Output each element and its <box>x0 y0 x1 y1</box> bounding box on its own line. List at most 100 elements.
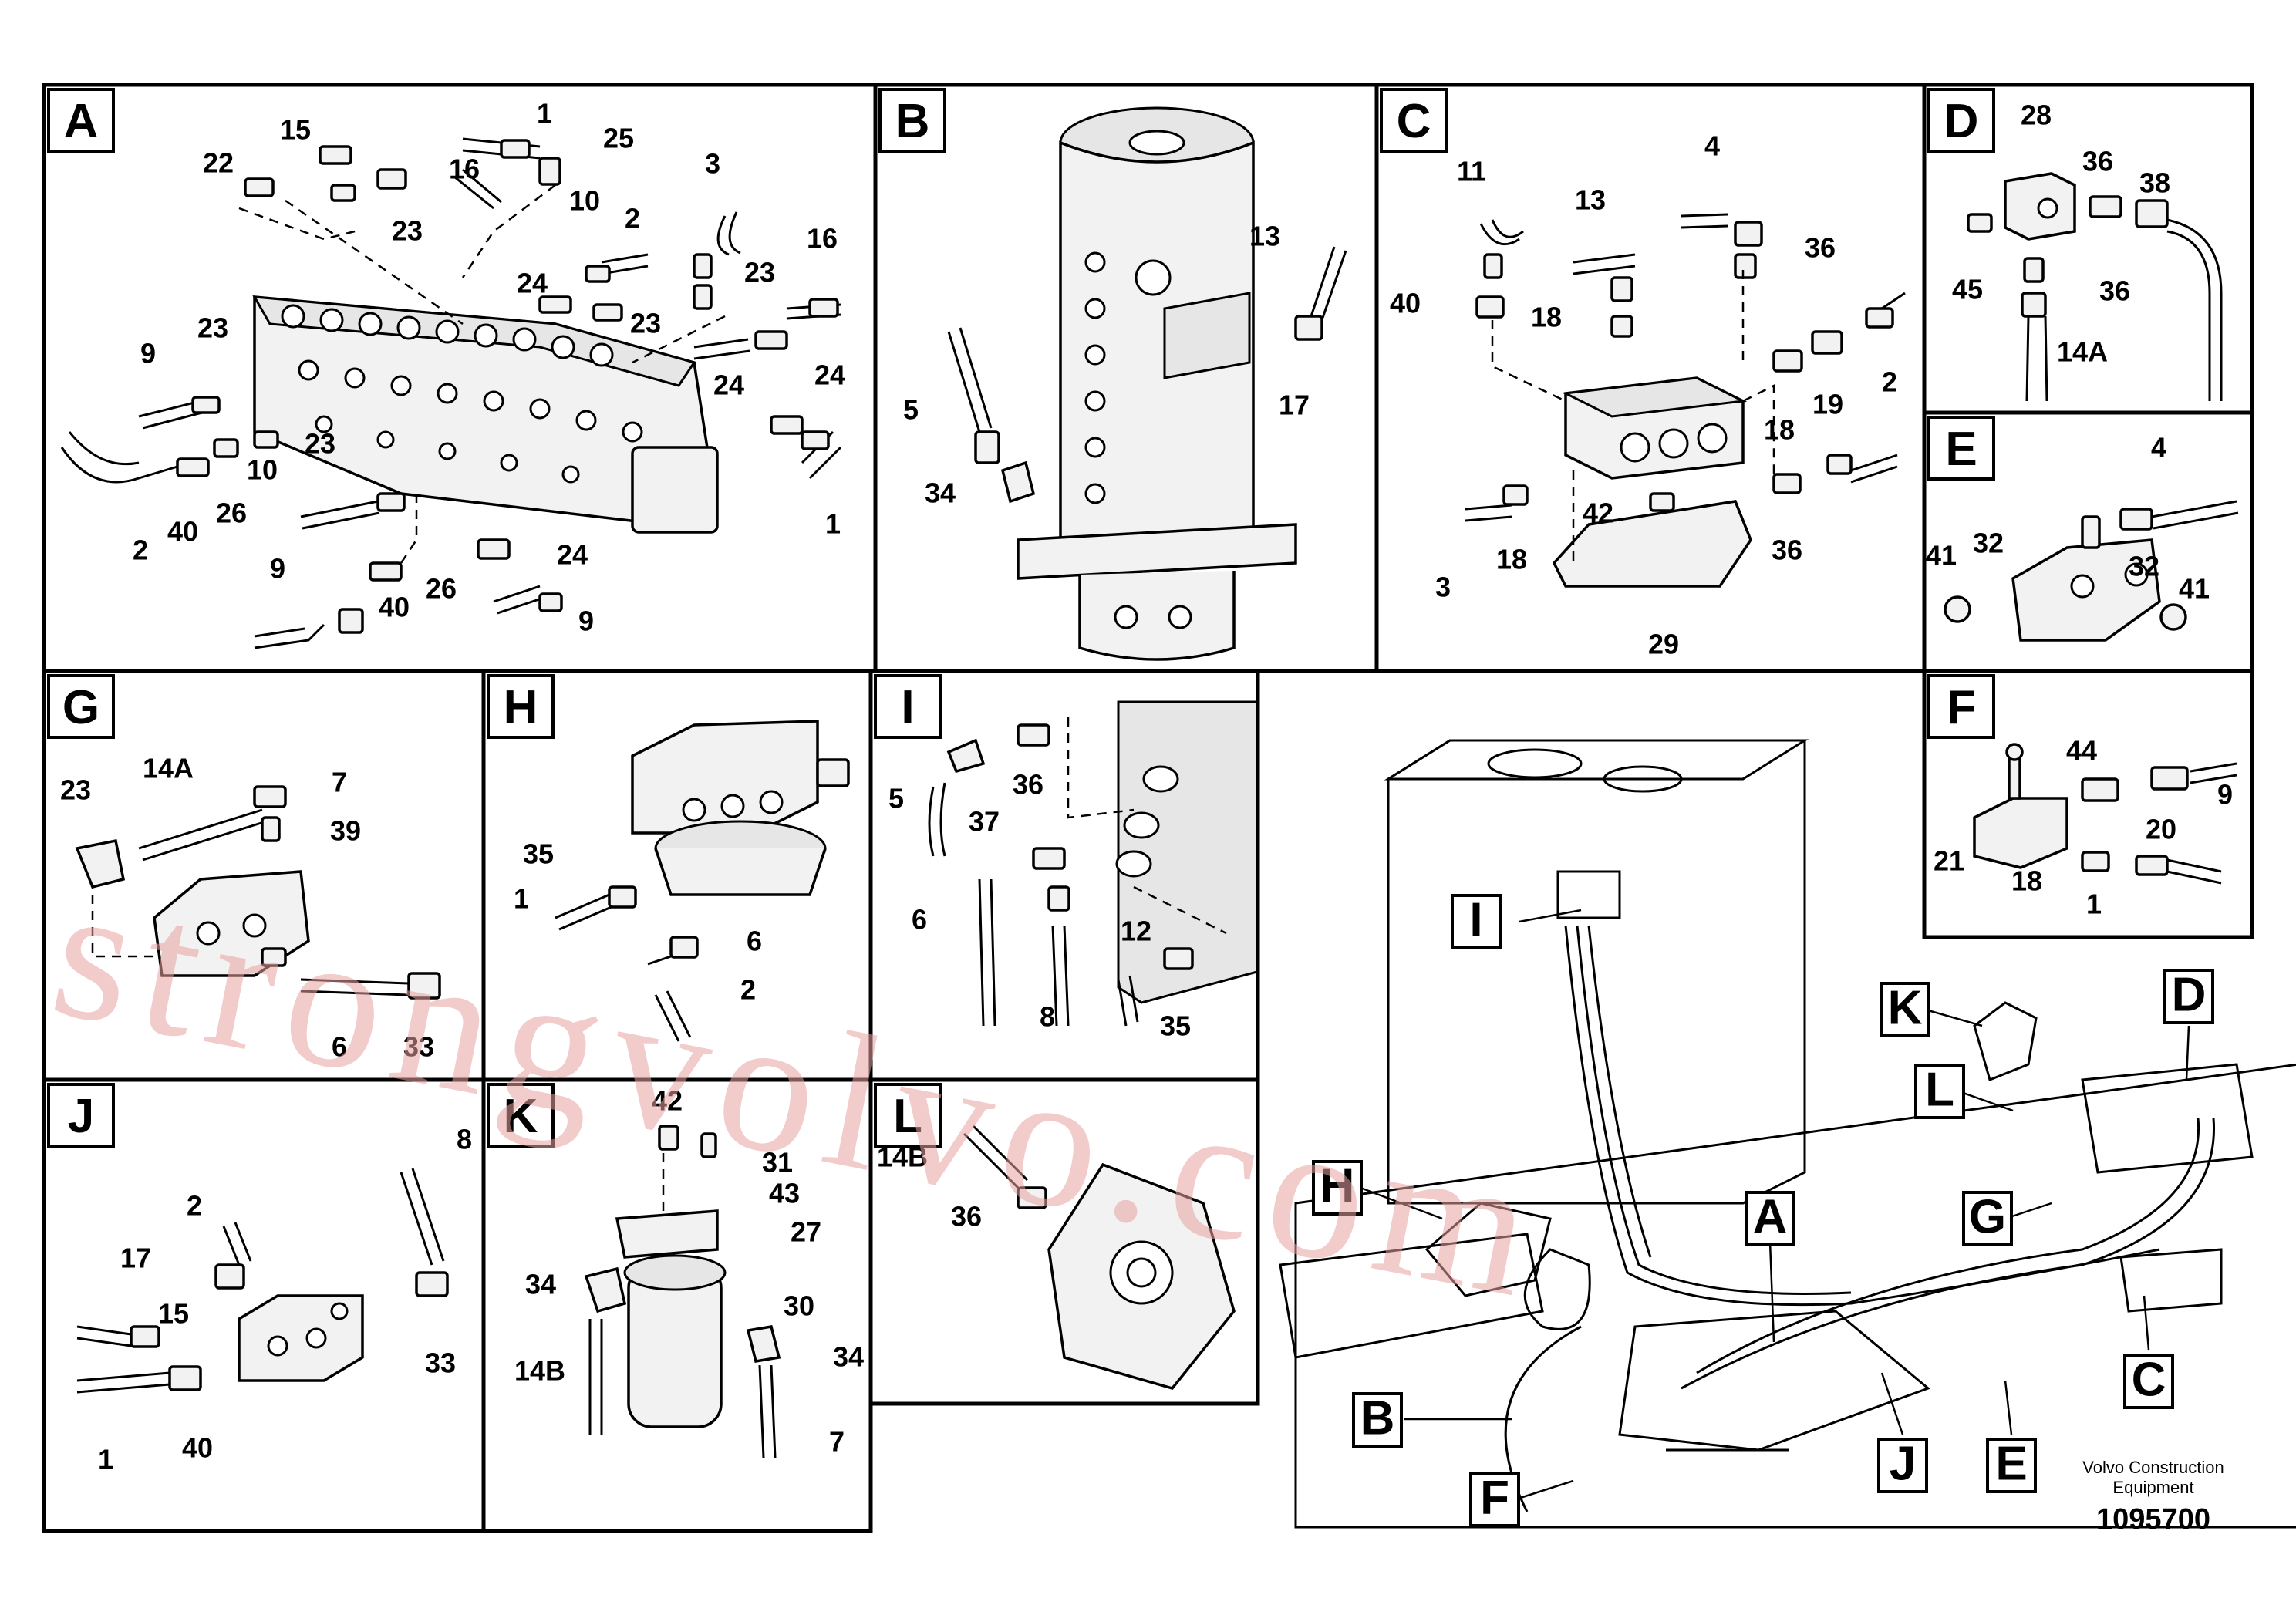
overview-tag-E: E <box>1986 1437 2037 1493</box>
callout-A-23: 23 <box>392 215 423 247</box>
valve-end-block <box>631 446 719 534</box>
callout-K-42: 42 <box>652 1085 683 1117</box>
panel-G-artwork <box>75 785 441 1000</box>
callout-L-36: 36 <box>951 1201 982 1233</box>
panel-L-artwork <box>963 1125 1236 1391</box>
callout-K-14B: 14B <box>514 1355 565 1387</box>
callout-E-32: 32 <box>2129 551 2159 582</box>
panel-C-hoses <box>1465 213 1906 522</box>
callout-A-10: 10 <box>569 185 600 217</box>
callout-D-14A: 14A <box>2057 336 2108 368</box>
callout-C-13: 13 <box>1575 184 1606 216</box>
panel-C-fittings <box>1475 221 1894 512</box>
overview-tag-label: J <box>1890 1437 1916 1490</box>
overview-tag-A: A <box>1745 1190 1795 1246</box>
callout-G-39: 39 <box>330 815 361 847</box>
callout-C-36: 36 <box>1772 534 1802 566</box>
callout-J-1: 1 <box>98 1444 113 1475</box>
callout-D-38: 38 <box>2139 167 2170 199</box>
callout-C-2: 2 <box>1882 366 1897 398</box>
overview-tag-box <box>2163 969 2214 1024</box>
footer-company-line2: Equipment <box>2112 1478 2193 1497</box>
callout-E-4: 4 <box>2151 432 2166 464</box>
panel-A-tag: A <box>64 95 99 148</box>
panel-J-tag: J <box>68 1090 94 1143</box>
panel-I-tag: I <box>901 681 914 734</box>
overview-tag-box <box>1745 1191 1795 1246</box>
callout-K-30: 30 <box>784 1290 814 1322</box>
panel-E-tag: E <box>1945 423 1977 476</box>
overview-tag-label: K <box>1888 981 1923 1034</box>
callout-H-2: 2 <box>740 974 756 1006</box>
panel-K-artwork <box>584 1125 781 1458</box>
overview-tag-B: B <box>1352 1391 1403 1448</box>
callout-C-3: 3 <box>1435 572 1451 603</box>
callout-A-3: 3 <box>705 148 720 180</box>
callout-A-23: 23 <box>630 308 661 339</box>
callout-A-26: 26 <box>216 497 247 529</box>
panel-G-tag: G <box>62 681 99 734</box>
callout-J-2: 2 <box>187 1190 202 1222</box>
callout-A-40: 40 <box>379 592 410 623</box>
callout-J-40: 40 <box>182 1432 213 1464</box>
overview-tag-box <box>1914 1064 1965 1119</box>
overview-tag-J: J <box>1877 1437 1928 1493</box>
overview-tag-box <box>1451 894 1502 949</box>
callout-A-23: 23 <box>197 312 228 344</box>
callout-I-37: 37 <box>969 806 1000 838</box>
callout-C-42: 42 <box>1583 497 1613 529</box>
overview-tag-label: L <box>1925 1063 1954 1116</box>
overview-tag-box <box>1469 1472 1520 1527</box>
callout-D-36: 36 <box>2099 275 2130 307</box>
overview-tag-label: B <box>1360 1391 1395 1445</box>
footer-part-number: 1095700 <box>2096 1503 2210 1536</box>
overview-leaders <box>1360 909 2190 1501</box>
callout-F-1: 1 <box>2086 889 2102 920</box>
panel-B-artwork <box>947 106 1347 661</box>
panel-H-tag: H <box>504 681 538 734</box>
callout-B-17: 17 <box>1279 389 1310 421</box>
callout-F-20: 20 <box>2146 814 2176 845</box>
panel-K-tag: K <box>504 1090 538 1143</box>
panel-E-artwork <box>1944 500 2239 642</box>
callout-J-8: 8 <box>457 1124 472 1155</box>
callout-B-34: 34 <box>925 477 956 509</box>
callout-A-1: 1 <box>537 98 552 130</box>
callout-A-9: 9 <box>140 338 156 369</box>
callout-H-1: 1 <box>514 883 529 915</box>
overview-tag-label: I <box>1469 893 1482 946</box>
callout-A-40: 40 <box>167 516 198 548</box>
overview-tag-label: G <box>1969 1190 2006 1243</box>
panel-F-artwork <box>1973 743 2237 885</box>
callout-A-10: 10 <box>247 454 278 486</box>
callout-A-24: 24 <box>557 539 588 571</box>
callout-A-24: 24 <box>517 268 548 299</box>
callout-L-14B: 14B <box>877 1141 928 1173</box>
callout-G-6: 6 <box>332 1031 347 1063</box>
overview-tag-G: G <box>1962 1190 2013 1246</box>
callout-G-33: 33 <box>403 1031 434 1063</box>
overview-tag-box <box>1312 1160 1363 1216</box>
callout-C-18: 18 <box>1764 414 1795 446</box>
overview-tag-L: L <box>1914 1063 1965 1119</box>
panel-J-artwork <box>76 1168 449 1394</box>
overview-tag-label: H <box>1320 1159 1355 1212</box>
callout-I-35: 35 <box>1160 1010 1191 1042</box>
callout-A-9: 9 <box>270 553 285 585</box>
callout-B-5: 5 <box>903 394 919 426</box>
callout-D-45: 45 <box>1952 274 1983 305</box>
footer-company-line1: Volvo Construction <box>2082 1458 2224 1477</box>
mounting-bracket <box>1552 500 1752 588</box>
panel-D-artwork <box>1967 172 2223 402</box>
overview-tag-label: D <box>2172 968 2207 1021</box>
callout-A-23: 23 <box>305 428 335 460</box>
overview-tag-F: F <box>1469 1471 1520 1527</box>
